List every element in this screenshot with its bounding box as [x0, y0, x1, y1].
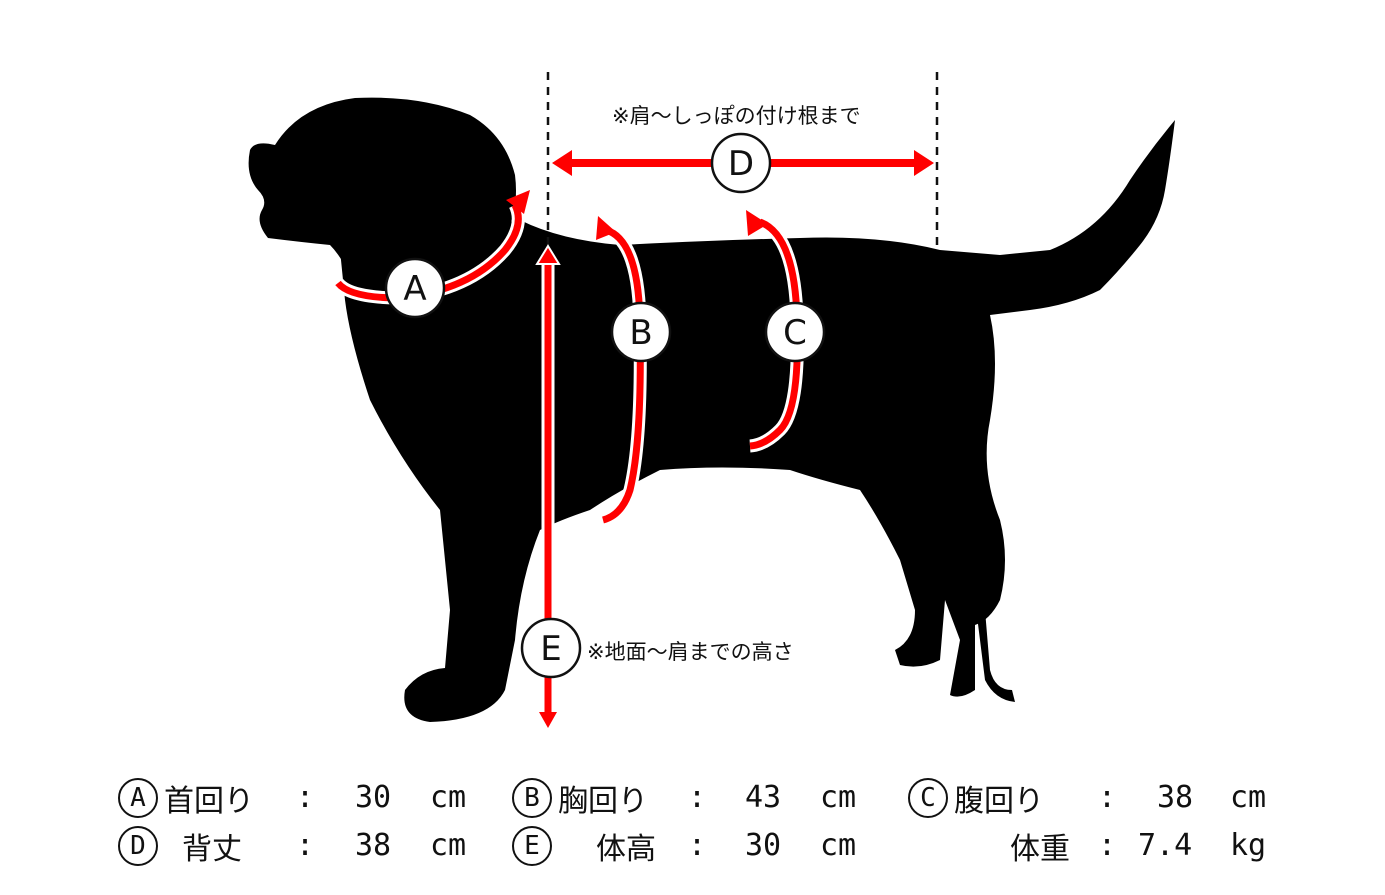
measurement-value-weight: 7.4 — [1138, 828, 1193, 863]
measurement-key-b: B — [512, 778, 552, 818]
note-shoulder-to-tail: ※肩～しっぽの付け根まで — [612, 104, 861, 128]
measurement-unit-chest: cm — [820, 780, 857, 815]
measurement-sep-weight: : — [1098, 828, 1117, 863]
badge-b: B — [610, 301, 672, 363]
c-arrow-head — [746, 210, 768, 236]
measurement-unit-belly: cm — [1230, 780, 1267, 815]
note-ground-to-shoulder: ※地面～肩までの高さ — [587, 640, 794, 664]
measurement-belly: C 腹回り — [908, 776, 1044, 820]
measurement-label-back-length: 背丈 — [182, 832, 242, 867]
badge-d: D — [710, 132, 772, 194]
measure-c-group — [746, 210, 804, 453]
e-arrow-head-top — [535, 244, 561, 265]
measurement-neck: A 首回り — [118, 776, 254, 820]
badge-d-text: D — [728, 144, 754, 184]
measurement-sep-neck: : — [296, 780, 315, 815]
badge-a: A — [384, 257, 446, 319]
measurement-label-neck: 首回り — [164, 784, 254, 819]
measurement-value-belly: 38 — [1157, 780, 1194, 815]
badge-c-text: C — [783, 313, 807, 353]
measurement-label-weight: 体重 — [1010, 832, 1070, 867]
measurement-unit-height: cm — [820, 828, 857, 863]
measurement-value-chest: 43 — [745, 780, 782, 815]
e-arrow-head-bottom — [539, 712, 557, 728]
d-arrow-head-right — [914, 150, 934, 176]
a-arrow-head — [506, 190, 530, 214]
badge-e: E — [520, 617, 582, 679]
measurement-value-back-length: 38 — [355, 828, 392, 863]
measurement-key-e: E — [512, 826, 552, 866]
measurement-key-c: C — [908, 778, 948, 818]
d-arrow-head-left — [552, 150, 572, 176]
measurement-unit-weight: kg — [1230, 828, 1267, 863]
b-arrow-line — [601, 226, 644, 524]
measurement-key-d: D — [118, 826, 158, 866]
measurement-unit-back-length: cm — [430, 828, 467, 863]
measurement-unit-neck: cm — [430, 780, 467, 815]
measurement-sep-back-length: : — [296, 828, 315, 863]
measurement-label-height: 体高 — [596, 832, 656, 867]
measurement-sep-height: : — [688, 828, 707, 863]
measurement-value-height: 30 — [745, 828, 782, 863]
measurement-sep-chest: : — [688, 780, 707, 815]
measurement-weight: 体重 — [1010, 824, 1070, 868]
badge-e-text: E — [540, 629, 561, 669]
badge-b-text: B — [629, 313, 652, 353]
a-arrow-line — [335, 203, 522, 302]
measurement-label-chest: 胸回り — [558, 784, 648, 819]
measurement-key-a: A — [118, 778, 158, 818]
measurement-chest: B 胸回り — [512, 776, 648, 820]
measurement-height: E 体高 — [512, 824, 656, 868]
b-arrow-head — [596, 216, 616, 240]
measurement-sep-belly: : — [1098, 780, 1117, 815]
badge-a-text: A — [403, 269, 426, 309]
dog-silhouette — [248, 97, 1175, 722]
badge-c: C — [764, 301, 826, 363]
measurement-label-belly: 腹回り — [954, 784, 1044, 819]
measure-b-group — [596, 216, 647, 527]
measurement-value-neck: 30 — [355, 780, 392, 815]
c-arrow-line — [749, 218, 801, 450]
measure-a-group — [332, 190, 530, 305]
measurement-back-length: D 背丈 — [118, 824, 242, 868]
